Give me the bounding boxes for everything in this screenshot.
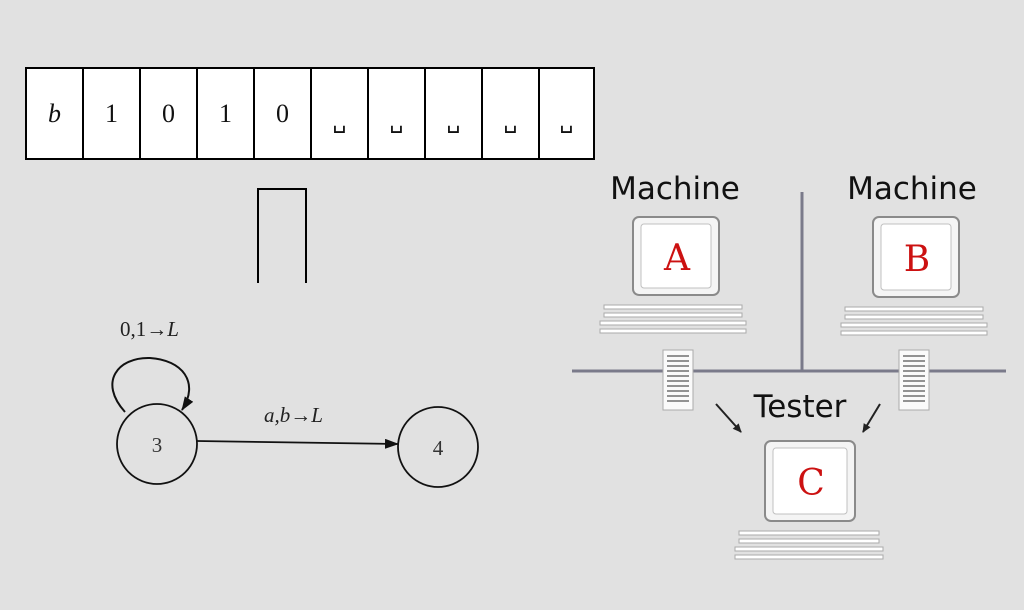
tester-letter: C bbox=[797, 463, 825, 504]
printout-a-icon bbox=[662, 349, 694, 411]
state-diagram: 0,1→L 3 a,b→L 4 bbox=[111, 317, 479, 488]
computer-a: A bbox=[599, 216, 747, 334]
tape-cell: 1 bbox=[82, 67, 141, 160]
tape-cell: ␣ bbox=[481, 67, 540, 160]
tape-head bbox=[257, 188, 307, 283]
self-loop-label: 0,1→L bbox=[120, 317, 179, 341]
transition-label: a,b→L bbox=[264, 403, 323, 427]
tape-cell: 1 bbox=[196, 67, 255, 160]
state-label: 3 bbox=[152, 433, 163, 457]
machine-a-title: Machine bbox=[610, 171, 740, 207]
tape: b 1 0 1 0 ␣ ␣ ␣ bbox=[25, 67, 595, 160]
machine-a-letter: A bbox=[663, 238, 691, 279]
tape-cell: ␣ bbox=[367, 67, 426, 160]
blank-symbol: ␣ bbox=[447, 109, 461, 134]
tester-title: Tester bbox=[753, 389, 847, 425]
tape-cell: b bbox=[25, 67, 84, 160]
tape-cell: 0 bbox=[139, 67, 198, 160]
tape-symbol: b bbox=[48, 99, 61, 128]
machine-b-title: Machine bbox=[847, 171, 977, 207]
tape-cell: 0 bbox=[253, 67, 312, 160]
tape-symbol: 1 bbox=[105, 99, 118, 128]
tape-cell: ␣ bbox=[424, 67, 483, 160]
blank-symbol: ␣ bbox=[333, 109, 347, 134]
turing-test: Machine A Machine B Tester bbox=[572, 171, 1006, 560]
computer-b: B bbox=[840, 216, 988, 336]
tape-symbol: 0 bbox=[162, 99, 175, 128]
blank-symbol: ␣ bbox=[390, 109, 404, 134]
arrow-b-to-tester bbox=[862, 403, 881, 433]
tape-symbol: 1 bbox=[219, 99, 232, 128]
tape-cell: ␣ bbox=[538, 67, 595, 160]
state-node: 4 bbox=[397, 406, 479, 488]
printout-b-icon bbox=[898, 349, 930, 411]
blank-symbol: ␣ bbox=[504, 109, 518, 134]
tape-symbol: 0 bbox=[276, 99, 289, 128]
state-node: 3 bbox=[116, 403, 198, 485]
transition-edge bbox=[196, 438, 399, 449]
tape-cell: ␣ bbox=[310, 67, 369, 160]
machine-b-letter: B bbox=[904, 239, 930, 280]
self-loop-edge bbox=[111, 356, 194, 413]
blank-symbol: ␣ bbox=[560, 109, 574, 134]
arrow-a-to-tester bbox=[715, 403, 742, 433]
computer-c: C bbox=[734, 440, 884, 560]
state-label: 4 bbox=[433, 436, 444, 460]
